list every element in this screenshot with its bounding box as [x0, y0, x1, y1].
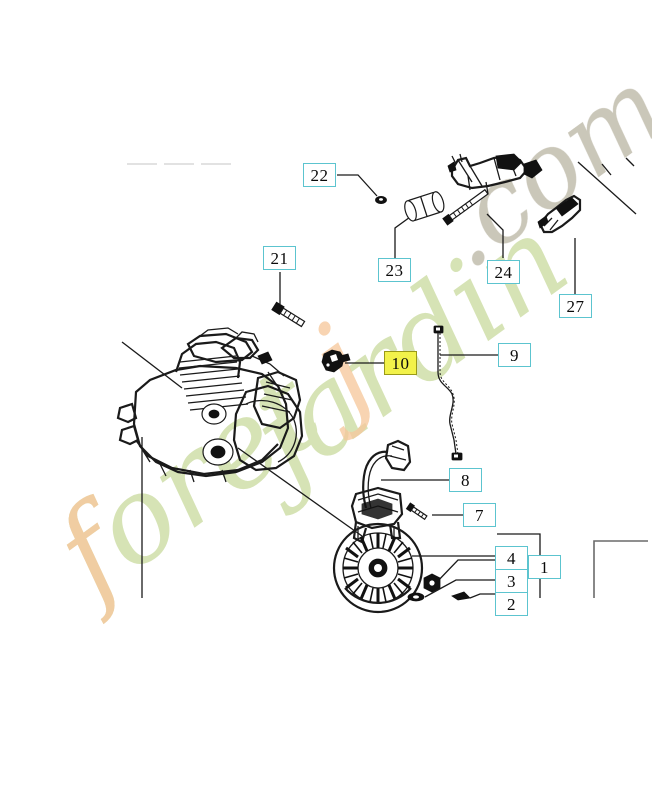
top-assembly-cluster — [447, 153, 543, 195]
part-label-text: 22 — [310, 165, 329, 185]
top-right-diagonal-lines — [577, 157, 637, 215]
part-label-24[interactable]: 24 — [487, 260, 520, 284]
part-23-bushing — [394, 191, 445, 258]
part-label-4[interactable]: 4 — [495, 546, 528, 570]
part-label-2[interactable]: 2 — [495, 592, 528, 616]
part-9-wire-harness — [433, 325, 498, 461]
part-label-text: 24 — [494, 262, 513, 282]
part-22-grommet — [337, 174, 387, 204]
part-label-text: 8 — [461, 470, 470, 490]
part-label-9[interactable]: 9 — [498, 343, 531, 367]
part-4-flywheel-nut — [423, 559, 495, 593]
part-label-10[interactable]: 10 — [384, 351, 417, 375]
part-8-ignition-coil — [350, 439, 449, 544]
part-label-text: 9 — [510, 345, 519, 365]
right-frame-bracket — [593, 540, 648, 598]
engine-block-assembly — [116, 327, 363, 598]
part-1-flywheel — [332, 522, 541, 614]
part-label-21[interactable]: 21 — [263, 246, 296, 270]
part-label-text: 1 — [540, 557, 549, 577]
part-3-washer — [407, 579, 495, 602]
part-label-text: 4 — [507, 548, 516, 568]
part-label-text: 2 — [507, 594, 516, 614]
part-label-3[interactable]: 3 — [495, 569, 528, 593]
part-label-8[interactable]: 8 — [449, 468, 482, 492]
part-label-text: 10 — [391, 353, 410, 373]
part-27-bracket — [537, 194, 582, 294]
part-label-text: 7 — [475, 505, 484, 525]
part-21-bolt — [271, 272, 306, 328]
part-label-text: 27 — [566, 296, 585, 316]
part-label-22[interactable]: 22 — [303, 163, 336, 187]
part-label-text: 3 — [507, 571, 516, 591]
part-label-27[interactable]: 27 — [559, 294, 592, 318]
part-10-switch — [321, 349, 384, 373]
part-label-1[interactable]: 1 — [528, 555, 561, 579]
part-7-coil-screw — [405, 502, 463, 521]
part-label-23[interactable]: 23 — [378, 258, 411, 282]
part-2-woodruff-key — [451, 591, 495, 601]
part-label-text: 21 — [270, 248, 289, 268]
part-24-long-screw — [442, 188, 504, 258]
part-label-text: 23 — [385, 260, 404, 280]
part-label-7[interactable]: 7 — [463, 503, 496, 527]
